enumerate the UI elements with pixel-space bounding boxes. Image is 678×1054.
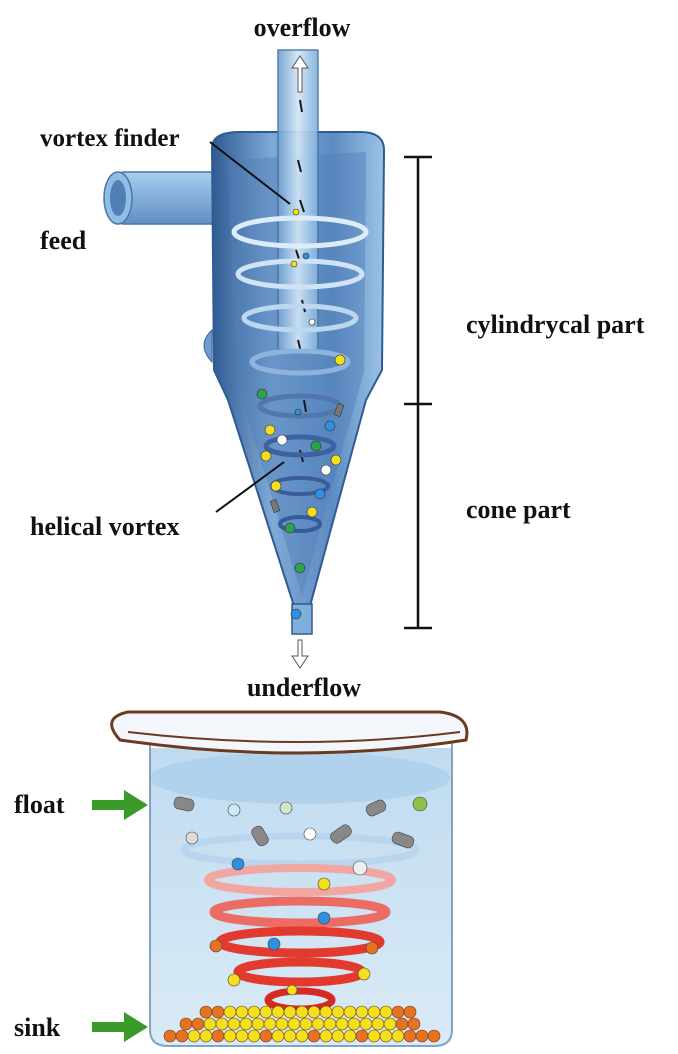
sink-particle bbox=[404, 1030, 416, 1042]
sink-particle bbox=[248, 1030, 260, 1042]
sink-particle bbox=[236, 1030, 248, 1042]
float-label: float bbox=[14, 790, 65, 819]
sink-particle bbox=[260, 1030, 272, 1042]
sink-particle bbox=[212, 1006, 224, 1018]
feed-label: feed bbox=[40, 226, 87, 255]
sink-particle bbox=[392, 1006, 404, 1018]
sink-particle bbox=[392, 1030, 404, 1042]
sink-particle bbox=[324, 1018, 336, 1030]
sink-particle bbox=[396, 1018, 408, 1030]
vortex-finder-label: vortex finder bbox=[40, 125, 180, 152]
sink-particle bbox=[248, 1006, 260, 1018]
underflow-arrow-icon bbox=[292, 640, 308, 668]
sink-particle bbox=[404, 1006, 416, 1018]
sink-particle bbox=[272, 1030, 284, 1042]
sink-particle bbox=[380, 1006, 392, 1018]
sink-particle bbox=[368, 1030, 380, 1042]
sink-particle bbox=[344, 1030, 356, 1042]
sink-particle bbox=[284, 1030, 296, 1042]
sink-particle bbox=[312, 1018, 324, 1030]
sink-particle bbox=[284, 1006, 296, 1018]
sink-particle bbox=[380, 1030, 392, 1042]
sink-particle bbox=[408, 1018, 420, 1030]
feed-inlet-pipe bbox=[104, 172, 228, 224]
sink-particle bbox=[180, 1018, 192, 1030]
sink-particle bbox=[224, 1030, 236, 1042]
helical-vortex-label: helical vortex bbox=[30, 512, 179, 541]
sink-particle bbox=[356, 1006, 368, 1018]
sink-particle bbox=[288, 1018, 300, 1030]
sink-particle bbox=[300, 1018, 312, 1030]
sink-particle bbox=[200, 1006, 212, 1018]
sink-particle bbox=[224, 1006, 236, 1018]
sink-particle bbox=[368, 1006, 380, 1018]
dimension-bracket bbox=[404, 157, 432, 628]
sink-arrow-icon bbox=[92, 1012, 148, 1042]
sink-label: sink bbox=[14, 1013, 61, 1042]
sink-particle bbox=[264, 1018, 276, 1030]
sink-particle bbox=[276, 1018, 288, 1030]
sink-particle bbox=[240, 1018, 252, 1030]
sink-particle bbox=[320, 1006, 332, 1018]
underflow-label: underflow bbox=[247, 673, 361, 702]
sink-particle bbox=[308, 1030, 320, 1042]
sink-particle bbox=[200, 1030, 212, 1042]
sink-particle bbox=[236, 1006, 248, 1018]
sink-particle bbox=[320, 1030, 332, 1042]
sink-particle bbox=[356, 1030, 368, 1042]
overflow-label: overflow bbox=[254, 13, 351, 42]
sink-particle bbox=[428, 1030, 440, 1042]
float-arrow-icon bbox=[92, 790, 148, 820]
sink-particle bbox=[252, 1018, 264, 1030]
sink-particle bbox=[348, 1018, 360, 1030]
cone-part-label: cone part bbox=[466, 495, 571, 524]
sink-particle bbox=[336, 1018, 348, 1030]
sink-particle bbox=[260, 1006, 272, 1018]
sink-particle bbox=[296, 1006, 308, 1018]
sink-particle bbox=[216, 1018, 228, 1030]
sink-particle bbox=[272, 1006, 284, 1018]
sink-particle bbox=[176, 1030, 188, 1042]
sink-particle bbox=[188, 1030, 200, 1042]
sink-particle bbox=[296, 1030, 308, 1042]
sink-particle bbox=[416, 1030, 428, 1042]
sink-particle bbox=[212, 1030, 224, 1042]
sink-particle bbox=[308, 1006, 320, 1018]
sink-particle bbox=[192, 1018, 204, 1030]
beaker-rim bbox=[112, 712, 467, 753]
sink-particle bbox=[164, 1030, 176, 1042]
beaker bbox=[112, 712, 467, 1046]
sink-particle bbox=[332, 1030, 344, 1042]
sink-particle bbox=[228, 1018, 240, 1030]
sink-particle bbox=[372, 1018, 384, 1030]
sink-particles bbox=[164, 1006, 440, 1042]
sink-particle bbox=[360, 1018, 372, 1030]
sink-particle bbox=[384, 1018, 396, 1030]
sink-particle bbox=[332, 1006, 344, 1018]
sink-particle bbox=[204, 1018, 216, 1030]
cylindrical-part-label: cylindrycal part bbox=[466, 310, 645, 339]
sink-particle bbox=[344, 1006, 356, 1018]
